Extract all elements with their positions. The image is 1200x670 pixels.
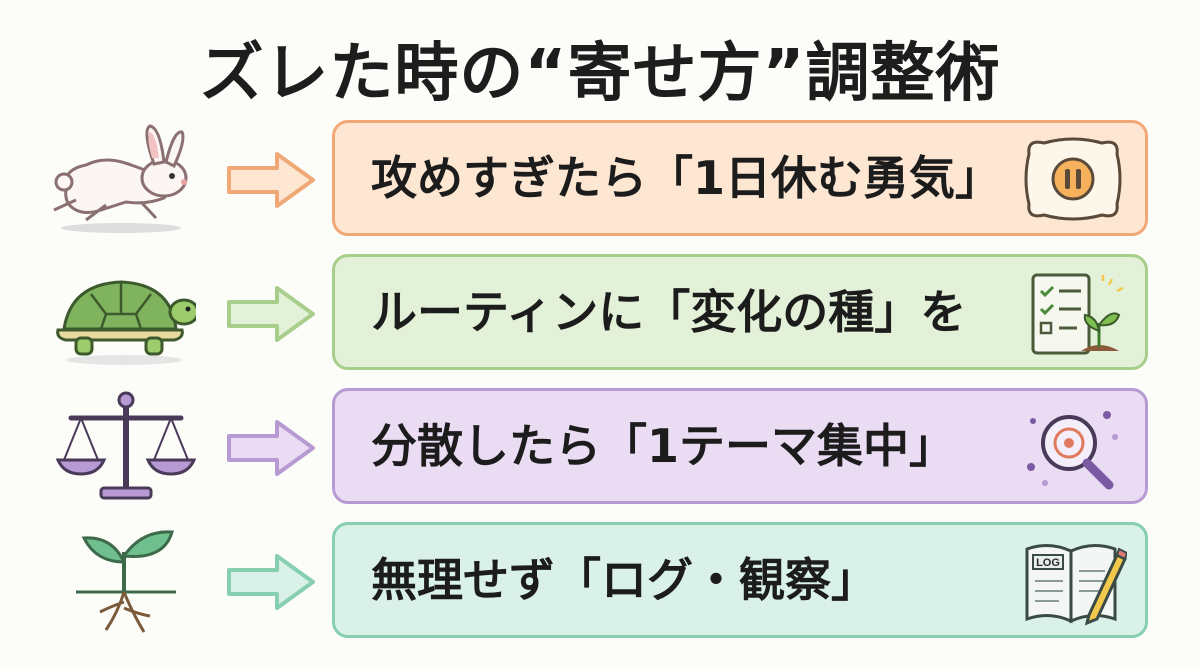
pillow-pause-icon [1024,137,1122,221]
tip-row-observe: 無理せず「ログ・観察」 LOG [0,522,1200,638]
rabbit-icon [53,124,188,233]
tip-text: ルーティンに「変化の種」を [371,285,967,339]
log-label: LOG [1036,557,1060,569]
tip-text: 無理せず「ログ・観察」 [371,553,877,607]
balance-scale-icon [55,391,196,500]
page-title: ズレた時の“寄せ方”調整術 [199,37,1001,111]
sprout-roots-icon [76,530,176,633]
turtle-icon [56,280,196,365]
arrow-right-icon [227,152,315,208]
log-book-pencil-icon: LOG [1025,544,1127,626]
tip-box-change: ルーティンに「変化の種」を [332,254,1148,370]
tip-row-focus: 分散したら「1テーマ集中」 [0,388,1200,504]
tip-text: 分散したら「1テーマ集中」 [371,419,956,473]
arrow-right-icon [227,420,315,476]
tip-box-observe: 無理せず「ログ・観察」 LOG [332,522,1148,638]
tip-box-focus: 分散したら「1テーマ集中」 [332,388,1148,504]
checklist-sprout-icon [1031,273,1124,355]
tip-row-rest: 攻めすぎたら「1日休む勇気」 [0,120,1200,236]
tip-row-change: ルーティンに「変化の種」を [0,254,1200,370]
arrow-right-icon [227,286,315,342]
arrow-right-icon [227,554,315,610]
tip-box-rest: 攻めすぎたら「1日休む勇気」 [332,120,1148,236]
magnifier-target-icon [1027,411,1118,490]
tip-text: 攻めすぎたら「1日休む勇気」 [371,151,1002,205]
